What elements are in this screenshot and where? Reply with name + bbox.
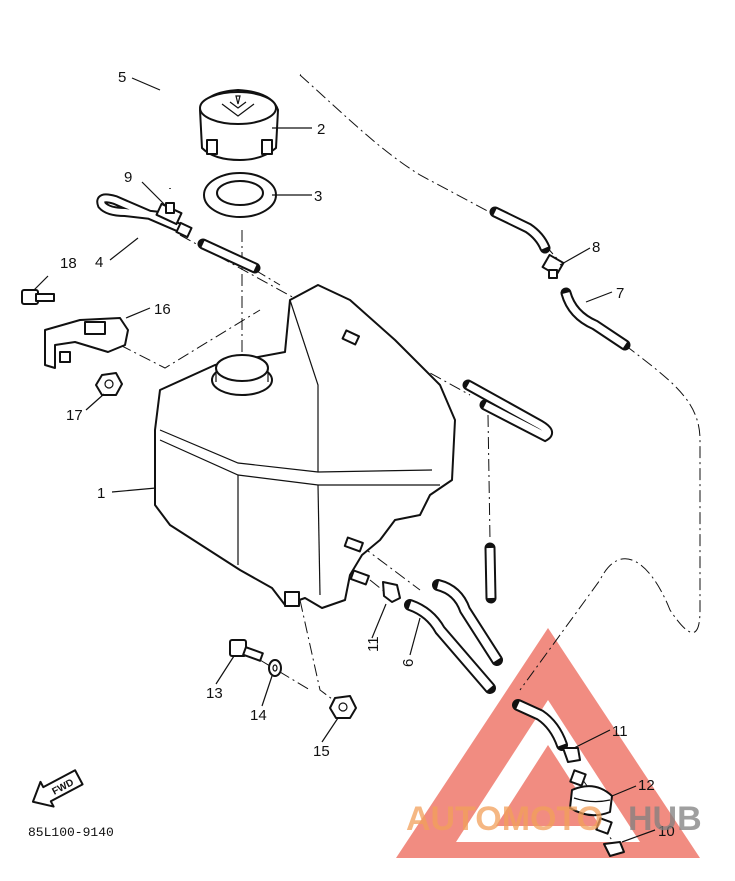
watermark-text: AUTOMOTO HUB xyxy=(406,800,702,838)
watermark-text-automoto: AUTOMOTO xyxy=(406,800,603,838)
hose-6 xyxy=(404,579,503,694)
hose-lower-right xyxy=(512,699,568,751)
mounting-bracket-16 xyxy=(44,317,129,369)
tank-seam-top xyxy=(159,439,440,486)
hose-joint-9 xyxy=(155,202,193,239)
callout-16: 16 xyxy=(154,301,171,318)
nut-15 xyxy=(329,695,357,719)
callout-9: 9 xyxy=(124,169,132,186)
callout-3: 3 xyxy=(314,188,322,205)
callout-10: 10 xyxy=(658,823,675,840)
callout-7: 7 xyxy=(616,285,624,302)
fwd-arrow: FWD xyxy=(31,769,84,808)
callout-12: 12 xyxy=(638,777,655,794)
hose-7 xyxy=(560,287,631,351)
nut-17 xyxy=(95,372,123,396)
hose-segment-right-upper xyxy=(489,206,551,254)
leader-lines xyxy=(33,77,656,843)
tank-top-ridge xyxy=(289,299,319,472)
hose-joint-8 xyxy=(541,253,565,279)
tank-nipple-lower-2 xyxy=(349,569,370,586)
clip-10 xyxy=(603,841,625,857)
reservoir-cap xyxy=(199,89,279,161)
callout-13: 13 xyxy=(206,685,223,702)
cap-gasket-ring xyxy=(203,172,277,218)
tank-seam-upper xyxy=(159,429,433,473)
callout-6: 6 xyxy=(400,659,417,667)
watermark-text-hub: HUB xyxy=(628,800,702,838)
callout-11-lower: 11 xyxy=(612,723,628,740)
tank-nipple-upper xyxy=(341,329,361,346)
callout-4: 4 xyxy=(95,254,103,271)
tank-edge-vertical-2 xyxy=(317,484,321,596)
callout-11-upper: 11 xyxy=(365,636,382,652)
callout-2: 2 xyxy=(317,121,325,138)
bolt-13 xyxy=(229,639,264,662)
callout-8: 8 xyxy=(592,239,600,256)
callout-numbers: 1 2 3 4 5 6 7 8 9 10 11 11 12 13 14 15 1… xyxy=(60,69,675,840)
callout-15: 15 xyxy=(313,743,330,760)
hose-segment-vertical xyxy=(484,542,497,604)
hose-segment-upper xyxy=(197,238,261,274)
callout-18: 18 xyxy=(60,255,77,272)
hose-4 xyxy=(96,193,185,233)
callout-5: 5 xyxy=(118,69,126,86)
filter-12 xyxy=(569,769,613,835)
fwd-arrow-shape xyxy=(31,769,84,808)
bolt-18 xyxy=(21,289,55,305)
tank-nipple-lower-1 xyxy=(343,536,364,553)
coolant-reservoir-tank xyxy=(154,284,456,609)
diagram-code: 85L100-9140 xyxy=(28,825,114,840)
tank-filler-neck xyxy=(215,354,269,382)
hose-5 xyxy=(160,33,301,189)
washer-14 xyxy=(268,659,282,677)
hose-overflow-loop xyxy=(462,379,553,443)
tank-mount-tab xyxy=(284,591,300,607)
hose-clamp-11-upper xyxy=(382,581,401,603)
hose-clamp-11-lower xyxy=(562,747,581,763)
callout-1: 1 xyxy=(97,485,105,502)
callout-17: 17 xyxy=(66,407,83,424)
callout-14: 14 xyxy=(250,707,267,724)
